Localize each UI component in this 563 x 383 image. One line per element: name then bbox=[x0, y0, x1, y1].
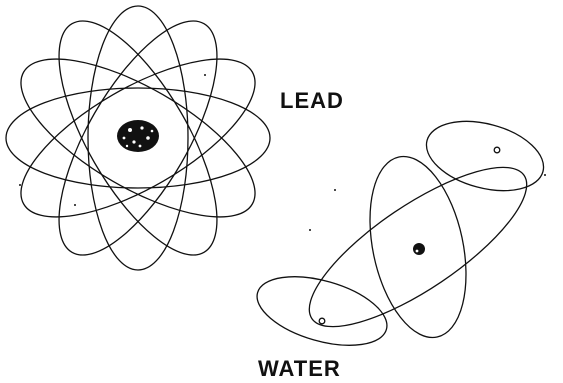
oxygen-nucleus bbox=[413, 243, 425, 255]
water-molecule bbox=[249, 110, 551, 359]
water-nuclei bbox=[319, 147, 500, 324]
hydrogen-nucleus-upper bbox=[494, 147, 500, 153]
lead-label: LEAD bbox=[280, 88, 344, 114]
hydrogen-nucleus-lower bbox=[319, 318, 325, 324]
lead-nucleus bbox=[117, 120, 159, 152]
water-label: WATER bbox=[258, 356, 341, 382]
hydrogen-orbit-upper bbox=[419, 110, 551, 203]
